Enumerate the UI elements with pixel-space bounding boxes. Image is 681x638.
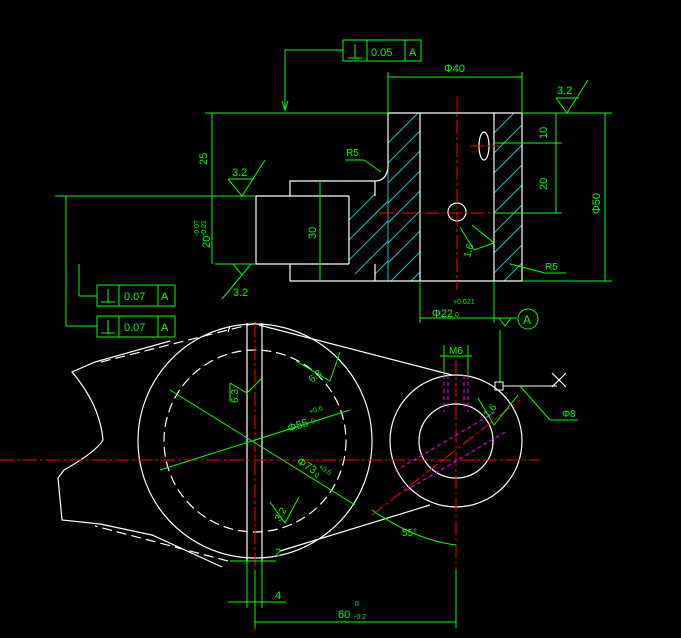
tol-left2-value: 0.07 bbox=[124, 322, 145, 334]
dim-phi55-tol-lower: 0 bbox=[310, 418, 316, 426]
dim-30: 30 bbox=[307, 227, 319, 239]
svg-text:3.2: 3.2 bbox=[233, 287, 248, 299]
dim-angle55: 55° bbox=[402, 528, 417, 539]
tolerance-frame-left-2: 0.07 A bbox=[96, 315, 176, 338]
dim-60: 60 bbox=[338, 609, 350, 621]
dim-4: 4 bbox=[275, 590, 281, 602]
svg-text:6.3: 6.3 bbox=[230, 389, 241, 403]
surface-finish-bottom-left: 3.2 bbox=[221, 263, 252, 300]
dim-phi22-tol-lower: 0 bbox=[455, 312, 459, 319]
dim-phi40: Φ40 bbox=[444, 63, 465, 75]
tol-left1-value: 0.07 bbox=[124, 291, 145, 303]
tolerance-frame-left-1: 0.07 A bbox=[96, 284, 176, 307]
tol-top-value: 0.05 bbox=[371, 47, 392, 59]
surface-finish-small-bore: 1.6 bbox=[477, 394, 519, 426]
dim-10: 10 bbox=[538, 127, 550, 139]
dim-phi50: Φ50 bbox=[591, 193, 603, 214]
surface-finish-circle-b: 6.3 bbox=[295, 351, 341, 386]
tolerance-frame-top: 0.05 A bbox=[281, 39, 422, 112]
dim-r5-bottom: R5 bbox=[545, 262, 558, 273]
dim-2: 2 bbox=[275, 547, 281, 559]
plan-dimensions: Φ55 +0.6 0 Φ73 +0.5 0 M6 Φ8 55° 2 4 bbox=[159, 330, 578, 628]
svg-text:1.6: 1.6 bbox=[462, 242, 476, 259]
plan-view bbox=[0, 322, 540, 630]
fork-left-profile bbox=[57, 325, 231, 568]
dim-r5-top: R5 bbox=[346, 148, 359, 159]
dim-phi22: Φ22 bbox=[432, 308, 453, 320]
hatch-lower-left-block bbox=[348, 193, 389, 275]
surface-finish-top-left: 3.2 bbox=[227, 159, 266, 197]
dim-phi55: Φ55 bbox=[286, 417, 310, 435]
svg-text:3.2: 3.2 bbox=[557, 85, 572, 97]
dim-60-tol-upper: 0 bbox=[355, 601, 359, 608]
hatch-right-wall bbox=[493, 112, 523, 282]
dim-phi73-tol-upper: +0.5 bbox=[317, 464, 333, 477]
hatch-left-wall bbox=[387, 112, 421, 282]
dim-phi73-tol-lower: 0 bbox=[313, 472, 320, 480]
dim-m6: M6 bbox=[449, 346, 463, 357]
section-outline bbox=[255, 112, 523, 282]
dim-60-tol-lower: -0.2 bbox=[354, 614, 366, 621]
surface-finish-circle-a: 6.3 bbox=[229, 377, 263, 403]
dim-phi55-tol-upper: +0.6 bbox=[308, 405, 323, 416]
dim-20: 20 bbox=[538, 178, 550, 190]
svg-text:3.2: 3.2 bbox=[232, 167, 247, 179]
surface-finish-bore: 1.6 bbox=[459, 224, 496, 259]
tol-top-datum: A bbox=[409, 47, 417, 59]
surface-finish-top-right: 3.2 bbox=[555, 79, 589, 114]
dim-phi22-tol-upper: +0.021 bbox=[453, 299, 475, 306]
surface-finish-lower: 3.2 bbox=[269, 496, 300, 524]
dim-20-tol: 20 bbox=[201, 236, 213, 248]
dim-25: 25 bbox=[198, 153, 210, 165]
dim-20-tol-upper: -0.07 bbox=[194, 220, 201, 236]
svg-text:6.3: 6.3 bbox=[307, 368, 325, 386]
dim-20-tol-lower: -0.21 bbox=[201, 220, 208, 236]
datum-a-label: A bbox=[523, 313, 531, 327]
svg-text:3.2: 3.2 bbox=[273, 506, 290, 524]
section-dimensions: Φ40 25 20 -0.07 -0.21 30 10 20 Φ50 bbox=[55, 63, 612, 330]
section-view bbox=[255, 97, 530, 290]
tol-left2-datum: A bbox=[161, 322, 169, 334]
tol-left1-datum: A bbox=[161, 291, 169, 303]
dim-phi8: Φ8 bbox=[562, 409, 576, 420]
inclined-hole-centerline bbox=[371, 399, 521, 516]
